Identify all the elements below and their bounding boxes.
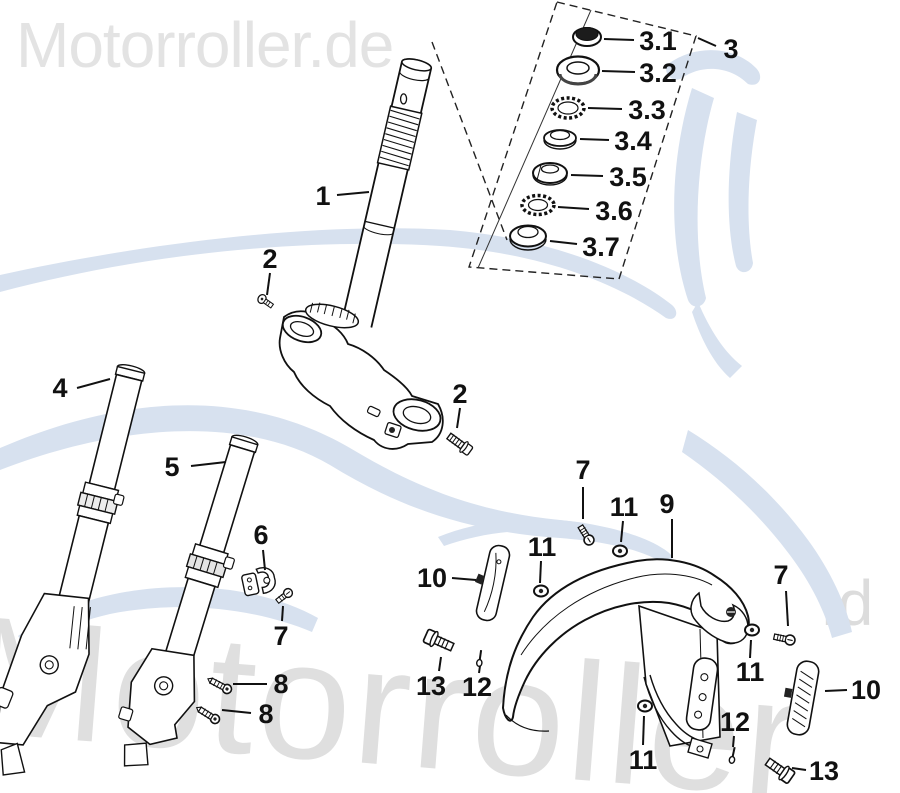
part-label-11d: 11 — [629, 745, 658, 775]
leader-line-12b — [732, 735, 735, 748]
lower-triple-clamp — [278, 302, 444, 450]
screw-7-left — [275, 587, 294, 605]
leader-line-7a — [281, 605, 284, 622]
part-label-1: 1 — [315, 181, 330, 211]
front-fender — [501, 558, 750, 759]
part-label-12a: 12 — [462, 672, 492, 702]
part-label-3.1: 3.1 — [639, 26, 677, 56]
leader-line-3.6 — [557, 206, 590, 210]
leader-line-3.4 — [579, 138, 610, 141]
part-label-3.6: 3.6 — [595, 196, 633, 226]
leader-line-11d — [642, 715, 645, 746]
part-labels: 12233.13.23.33.43.53.63.7456777889101011… — [52, 26, 881, 786]
stem-bolt-upper — [257, 294, 275, 309]
nut-11-bottom — [637, 699, 653, 713]
fender-stay — [643, 674, 699, 749]
part-label-10a: 10 — [417, 563, 447, 593]
part-label-11c: 11 — [736, 657, 765, 687]
bearing-stack-axis — [477, 9, 592, 269]
bearing-retainer-3-3 — [550, 96, 586, 120]
leader-line-8b — [221, 709, 252, 714]
bolt-8-upper — [207, 677, 233, 695]
ball-retainer-3-6 — [520, 193, 556, 217]
steering-stem-tube — [341, 58, 433, 328]
part-label-2a: 2 — [262, 244, 277, 274]
pin-12-left — [475, 649, 483, 668]
part-label-7b: 7 — [575, 455, 590, 485]
leader-line-3.7 — [549, 240, 578, 245]
leader-line-11a — [539, 560, 542, 584]
dust-cover-3-2 — [555, 55, 601, 86]
part-label-10b: 10 — [851, 675, 881, 705]
lower-race-3-7 — [509, 224, 547, 251]
part-label-3: 3 — [723, 34, 738, 64]
part-label-3.4: 3.4 — [614, 126, 652, 156]
cable-guide-clamp — [241, 567, 276, 597]
part-label-3.5: 3.5 — [609, 162, 647, 192]
part-label-8b: 8 — [258, 699, 273, 729]
leader-line-11c — [749, 639, 752, 659]
part-label-7c: 7 — [773, 560, 788, 590]
leader-line-3.1 — [603, 38, 635, 41]
bearing-cone-3-5 — [532, 162, 568, 186]
leader-line-13a — [438, 656, 442, 672]
part-label-3.2: 3.2 — [639, 58, 677, 88]
nut-11-right — [744, 623, 760, 637]
bolt-13-right — [764, 757, 796, 784]
nut-11-top — [612, 544, 628, 558]
bolt-8-lower — [195, 706, 221, 725]
part-label-11a: 11 — [528, 532, 557, 562]
fender-hole-plate — [685, 657, 719, 731]
steering-nut-3-1 — [572, 27, 602, 47]
leader-line-6 — [262, 549, 266, 571]
leader-line-11b — [620, 520, 624, 543]
upper-race-3-4 — [543, 129, 577, 150]
leader-line-10a — [451, 577, 477, 581]
part-label-7a: 7 — [273, 621, 288, 651]
nut-11-left — [533, 584, 549, 598]
leader-line-5 — [190, 461, 227, 467]
reflector-left — [475, 544, 511, 622]
bearing-set-callout-box — [431, 1, 697, 280]
part-label-5: 5 — [164, 452, 179, 482]
part-label-13b: 13 — [809, 756, 839, 786]
stem-bolt-lower — [445, 432, 474, 456]
screw-7-right — [772, 633, 796, 646]
part-label-2b: 2 — [452, 379, 467, 409]
leader-line-10b — [824, 689, 848, 692]
leader-line-3 — [697, 37, 717, 47]
part-label-3.3: 3.3 — [628, 95, 666, 125]
leader-line-12a — [478, 665, 481, 674]
bolt-13-left — [422, 628, 455, 652]
leader-line-7c — [785, 590, 789, 627]
part-label-11b: 11 — [610, 492, 639, 522]
bearing-stack-parts — [509, 27, 602, 251]
watermark-top-text: Motorroller.de — [16, 9, 394, 81]
part-label-6: 6 — [253, 520, 268, 550]
fork-leg-left — [0, 364, 146, 776]
fork-leg-right — [118, 434, 259, 767]
part-label-3.7: 3.7 — [582, 232, 620, 262]
part-label-12b: 12 — [720, 707, 750, 737]
part-label-8a: 8 — [273, 669, 288, 699]
part-label-13a: 13 — [416, 671, 446, 701]
leader-line-4 — [76, 378, 111, 389]
watermark-blue-swooshes — [0, 50, 852, 650]
leader-line-2a — [266, 272, 271, 296]
pin-12-right — [728, 746, 736, 764]
leader-line-1 — [336, 191, 370, 196]
leader-line-3.3 — [587, 107, 623, 110]
leader-line-2b — [456, 407, 461, 429]
reflector-right — [783, 660, 820, 736]
leader-line-3.2 — [601, 70, 636, 73]
part-label-4: 4 — [52, 373, 67, 403]
part-label-9: 9 — [659, 489, 674, 519]
screw-7-top — [577, 523, 595, 546]
leader-line-13b — [791, 767, 807, 771]
leader-line-3.5 — [570, 174, 604, 177]
